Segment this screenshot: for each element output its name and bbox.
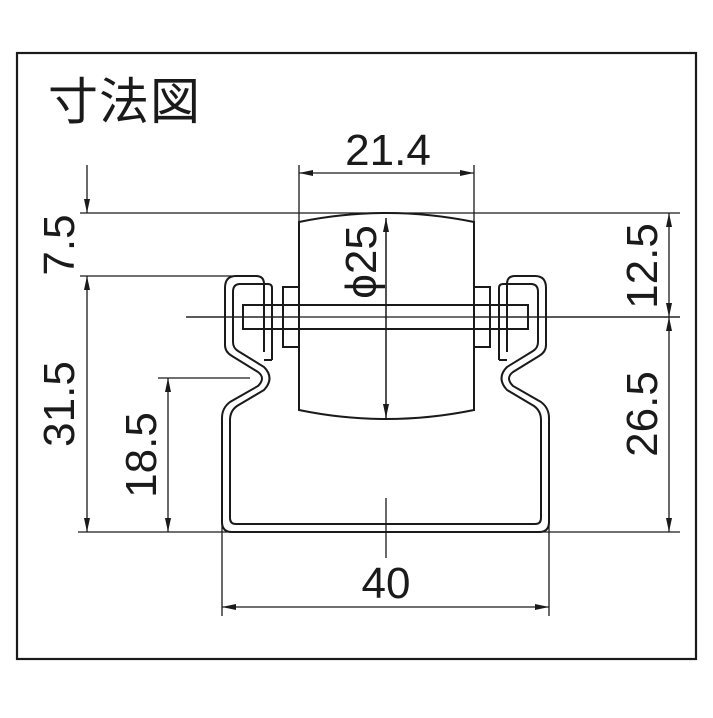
dim-text-7-5: 7.5 bbox=[35, 214, 84, 275]
dim-text-26-5: 26.5 bbox=[618, 371, 667, 457]
dim-text-12-5: 12.5 bbox=[618, 223, 667, 309]
drawing-title: 寸法図 bbox=[48, 73, 201, 131]
dim-text-18-5: 18.5 bbox=[117, 412, 166, 498]
drawing-frame bbox=[15, 51, 698, 661]
dimension-lines bbox=[84, 165, 672, 610]
rail-profile bbox=[221, 275, 550, 533]
dim-text-rail-width: 40 bbox=[362, 559, 411, 608]
dim-text-diameter: ϕ25 bbox=[337, 225, 386, 299]
dim-text-roller-width: 21.4 bbox=[345, 126, 431, 175]
dim-text-31-5: 31.5 bbox=[35, 361, 84, 447]
dimension-texts: 21.4 40 7.5 31.5 18.5 12.5 26.5 ϕ25 bbox=[35, 126, 667, 608]
